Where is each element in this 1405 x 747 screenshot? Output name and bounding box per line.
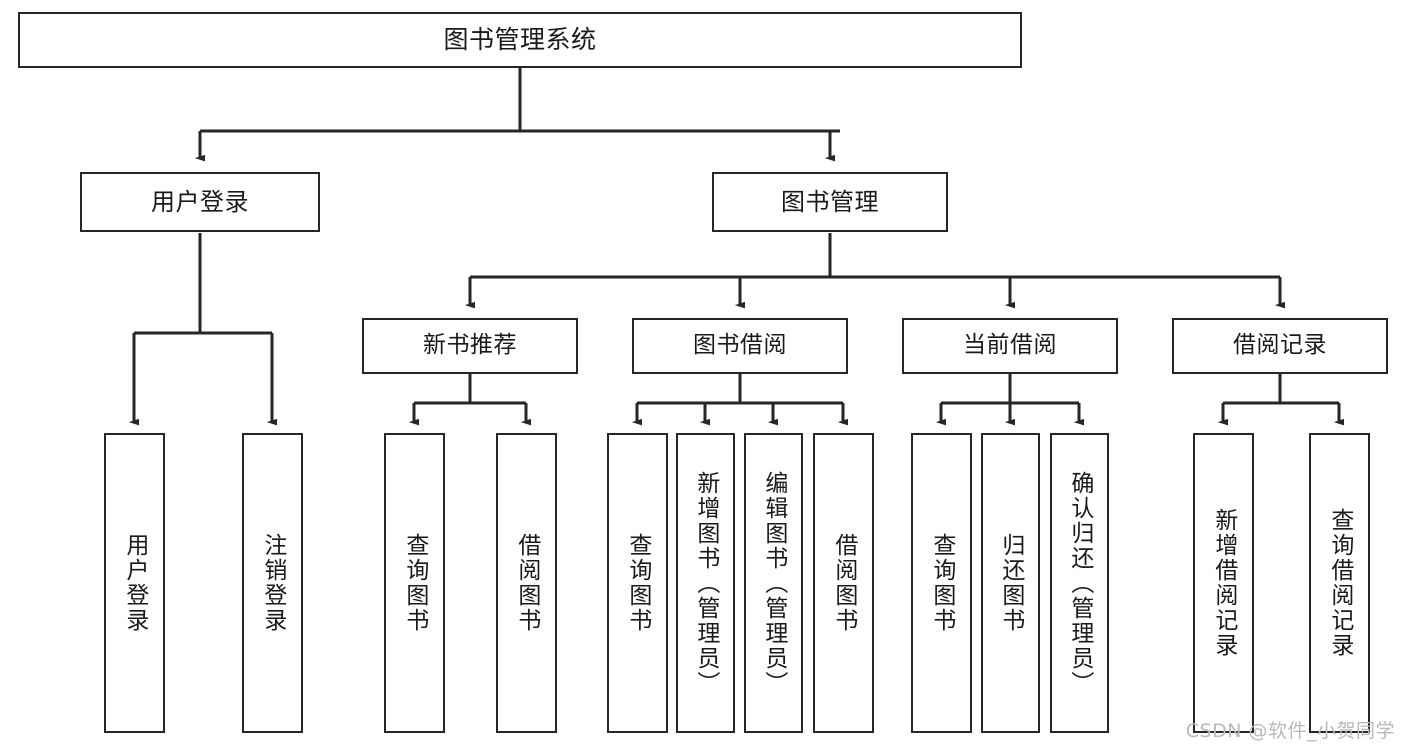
node-label: 查询图书 [401,533,428,633]
node-leaf-query-book-3[interactable]: 查询图书 [911,433,972,733]
node-label: 借阅图书 [513,533,540,633]
node-leaf-add-borrow-record[interactable]: 新增借阅记录 [1193,433,1254,733]
node-label: 图书管理 [781,187,879,216]
node-leaf-query-borrow-record[interactable]: 查询借阅记录 [1309,433,1370,733]
node-label: 图书管理系统 [443,25,597,55]
node-label: 注销登录 [259,533,286,633]
node-user-login[interactable]: 用户登录 [80,172,320,232]
csdn-watermark: CSDN @软件_小贺同学 [1185,720,1395,742]
node-label: 新增借阅记录 [1210,508,1237,658]
node-label: 借阅图书 [830,533,857,633]
node-root-book-management-system[interactable]: 图书管理系统 [18,12,1022,68]
node-label: 确认归还（管理员） [1066,470,1093,696]
node-label: 图书借阅 [693,332,787,359]
node-label: 查询图书 [624,533,651,633]
node-book-borrow[interactable]: 图书借阅 [632,318,848,374]
node-leaf-confirm-return[interactable]: 确认归还（管理员） [1050,433,1109,733]
node-leaf-logout-login[interactable]: 注销登录 [242,433,303,733]
node-label: 查询图书 [928,533,955,633]
node-leaf-borrow-book-2[interactable]: 借阅图书 [813,433,874,733]
node-leaf-user-login[interactable]: 用户登录 [104,433,165,733]
node-leaf-borrow-book-1[interactable]: 借阅图书 [496,433,557,733]
node-label: 新增图书（管理员） [692,470,719,696]
node-leaf-add-book[interactable]: 新增图书（管理员） [676,433,735,733]
node-label: 用户登录 [151,187,249,216]
node-label: 归还图书 [997,533,1024,633]
node-label: 新书推荐 [423,332,517,359]
node-current-borrow[interactable]: 当前借阅 [902,318,1118,374]
node-label: 用户登录 [121,533,148,633]
node-leaf-query-book-1[interactable]: 查询图书 [384,433,445,733]
node-label: 编辑图书（管理员） [760,470,787,696]
node-label: 当前借阅 [963,332,1057,359]
node-leaf-edit-book[interactable]: 编辑图书（管理员） [744,433,803,733]
node-leaf-return-book[interactable]: 归还图书 [981,433,1040,733]
node-leaf-query-book-2[interactable]: 查询图书 [607,433,668,733]
node-book-management[interactable]: 图书管理 [712,172,948,232]
node-label: 查询借阅记录 [1326,508,1353,658]
node-borrow-record[interactable]: 借阅记录 [1172,318,1388,374]
node-label: 借阅记录 [1233,332,1327,359]
node-new-book-recommend[interactable]: 新书推荐 [362,318,578,374]
